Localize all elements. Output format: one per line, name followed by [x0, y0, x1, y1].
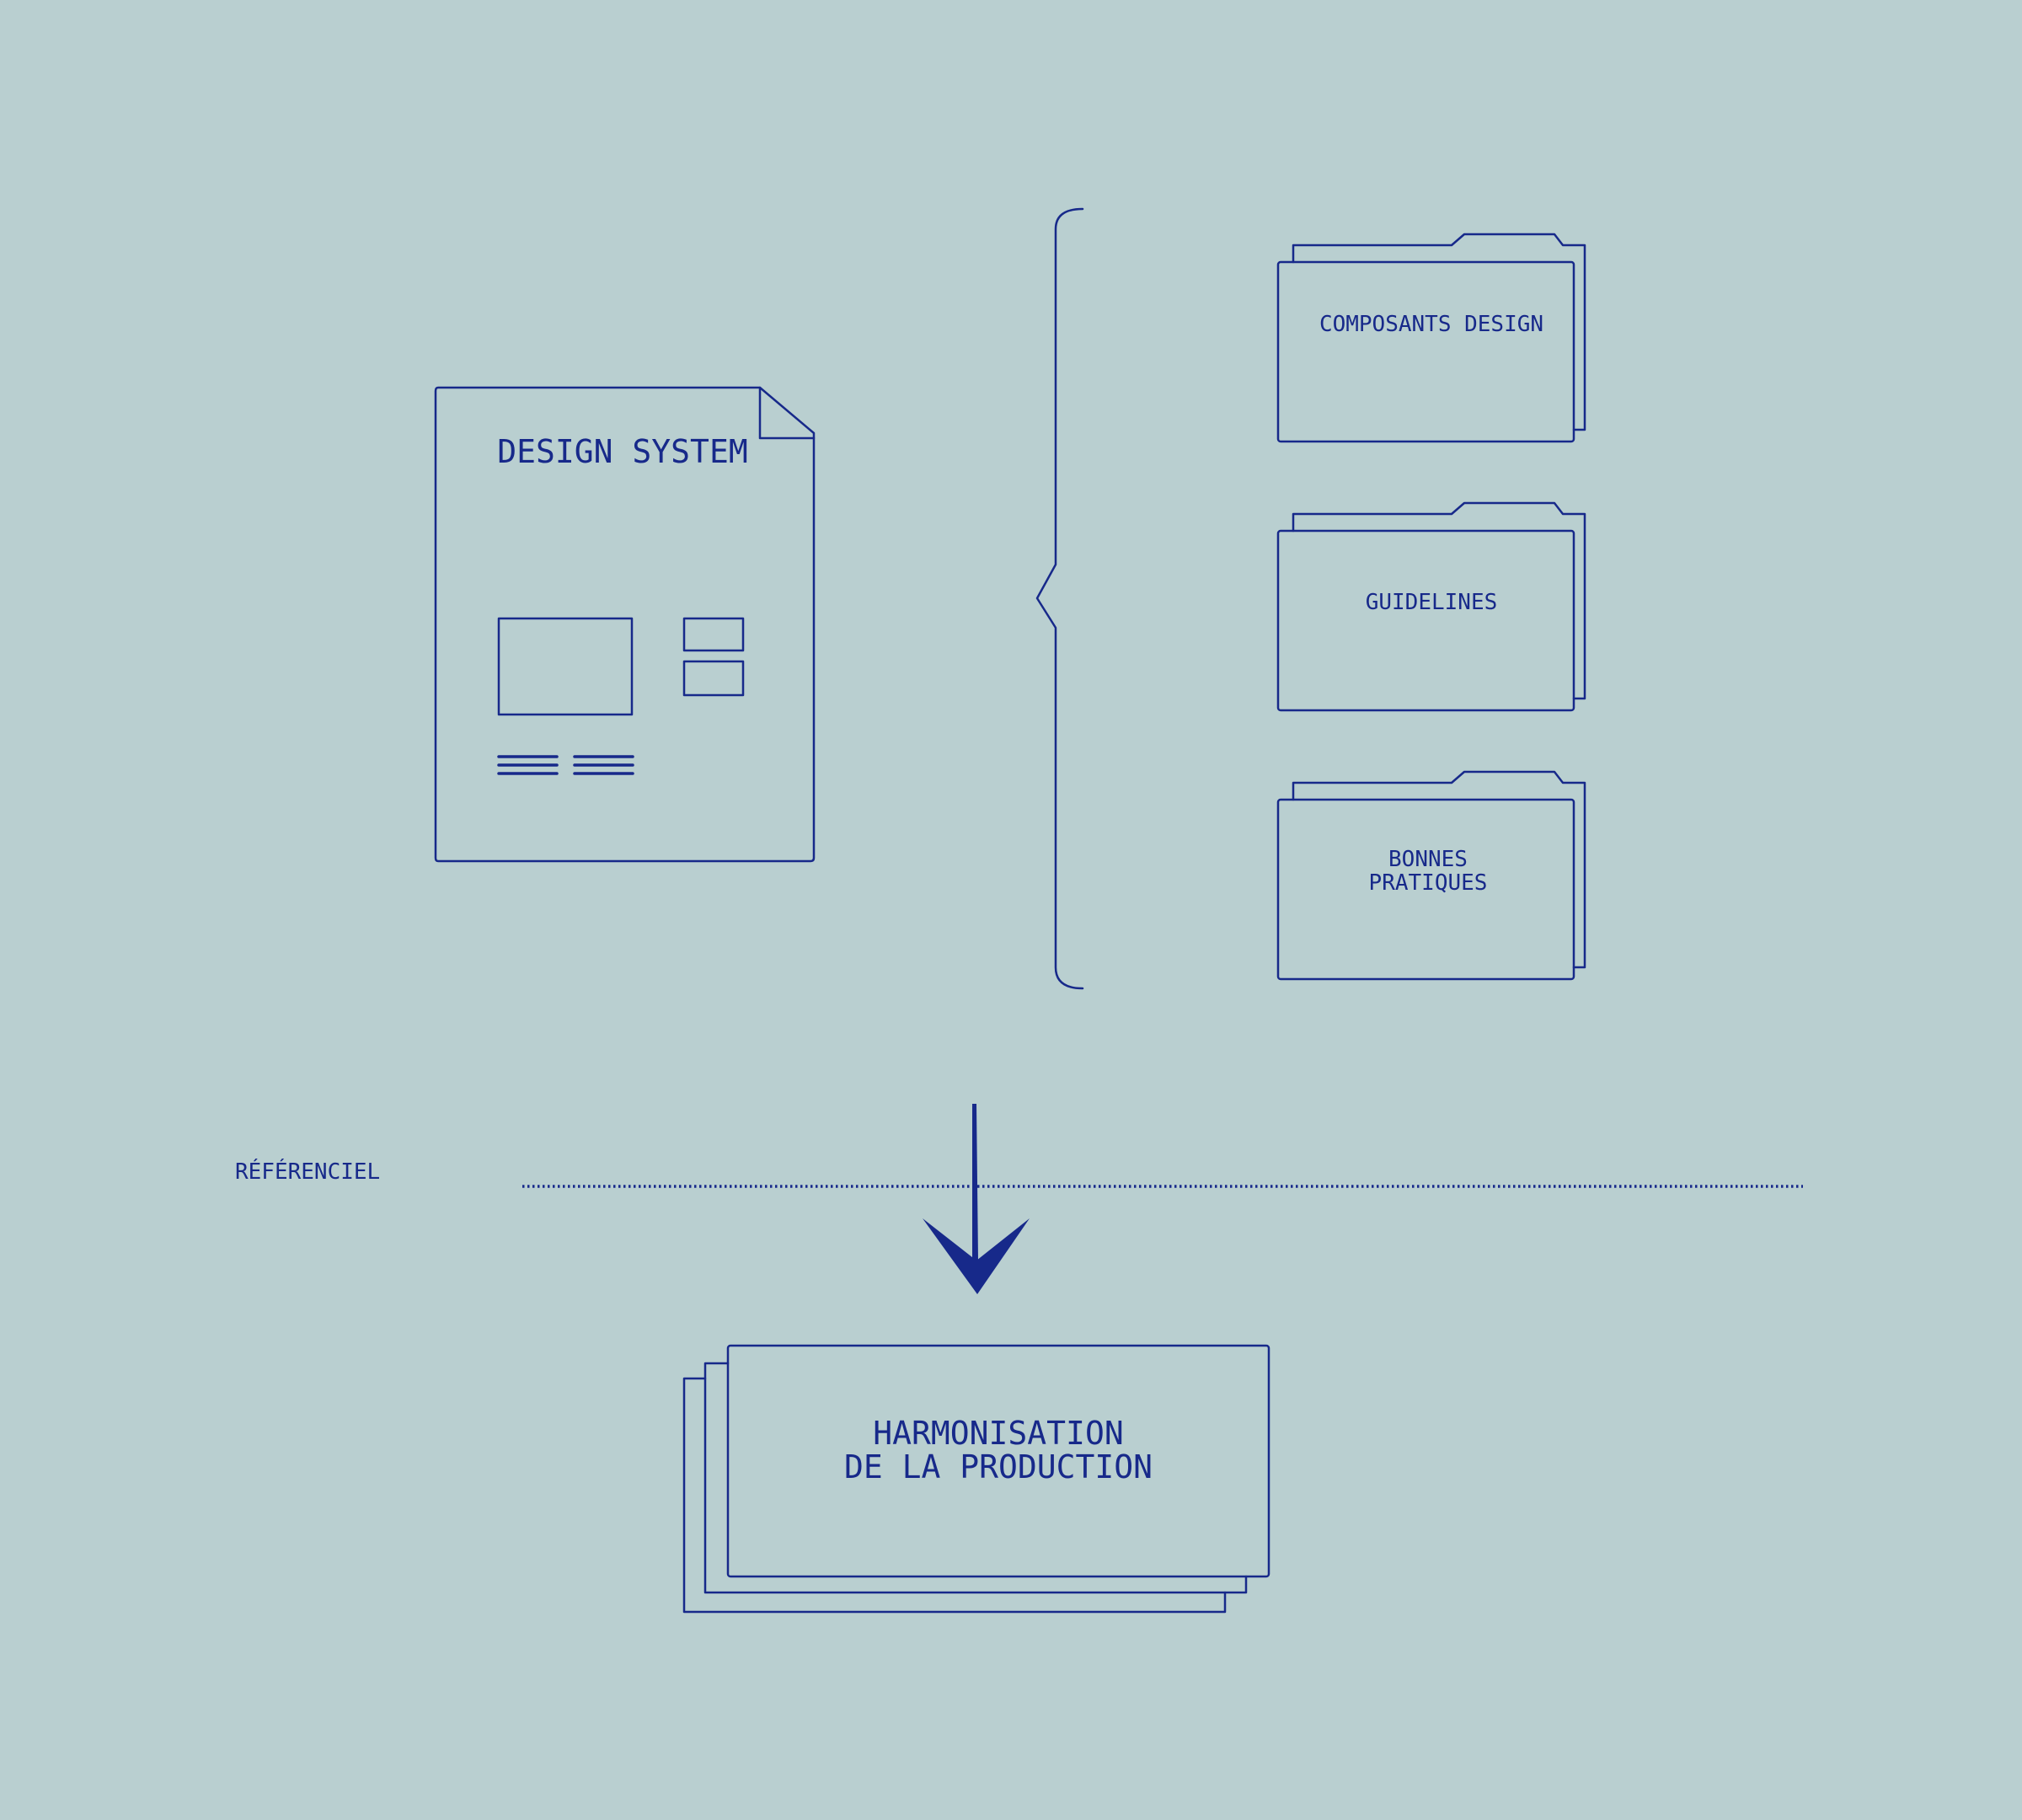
folder-bonnes-pratiques: [1276, 770, 1586, 981]
down-arrow-icon: [923, 1104, 1030, 1294]
document-title: DESIGN SYSTEM: [497, 433, 747, 470]
document-small-block-bottom: [682, 660, 745, 697]
folder-composants-design: [1276, 233, 1586, 443]
folder-front: [1276, 798, 1575, 981]
folder-label-composants-design: COMPOSANTS DESIGN: [1319, 312, 1543, 337]
result-title-line1: HARMONISATION: [873, 1415, 1123, 1452]
result-card-middle: [703, 1362, 1248, 1594]
result-card-stack: [682, 1344, 1270, 1614]
divider-label: RÉFÉRENCIEL: [235, 1158, 380, 1185]
result-card-front: [726, 1344, 1270, 1578]
folder-label-pratiques: PRATIQUES: [1369, 870, 1488, 896]
document-small-block-top: [682, 617, 745, 652]
folder-front: [1276, 529, 1575, 712]
folder-back: [1292, 770, 1586, 969]
folder-label-guidelines: GUIDELINES: [1366, 590, 1498, 615]
result-title-line2: DE LA PRODUCTION: [844, 1448, 1153, 1485]
folder-back: [1292, 501, 1586, 700]
document-text-lines: [497, 755, 634, 775]
document-fold-corner: [758, 386, 816, 440]
grouping-brace: [1035, 207, 1084, 990]
result-card-back: [682, 1377, 1227, 1614]
document-image-placeholder: [497, 617, 634, 716]
folder-front: [1276, 260, 1575, 443]
design-system-document: [434, 386, 816, 863]
folder-label-bonnes: BONNES: [1388, 847, 1468, 872]
document-page: [434, 386, 816, 863]
folder-back: [1292, 233, 1586, 431]
folder-guidelines: [1276, 501, 1586, 712]
